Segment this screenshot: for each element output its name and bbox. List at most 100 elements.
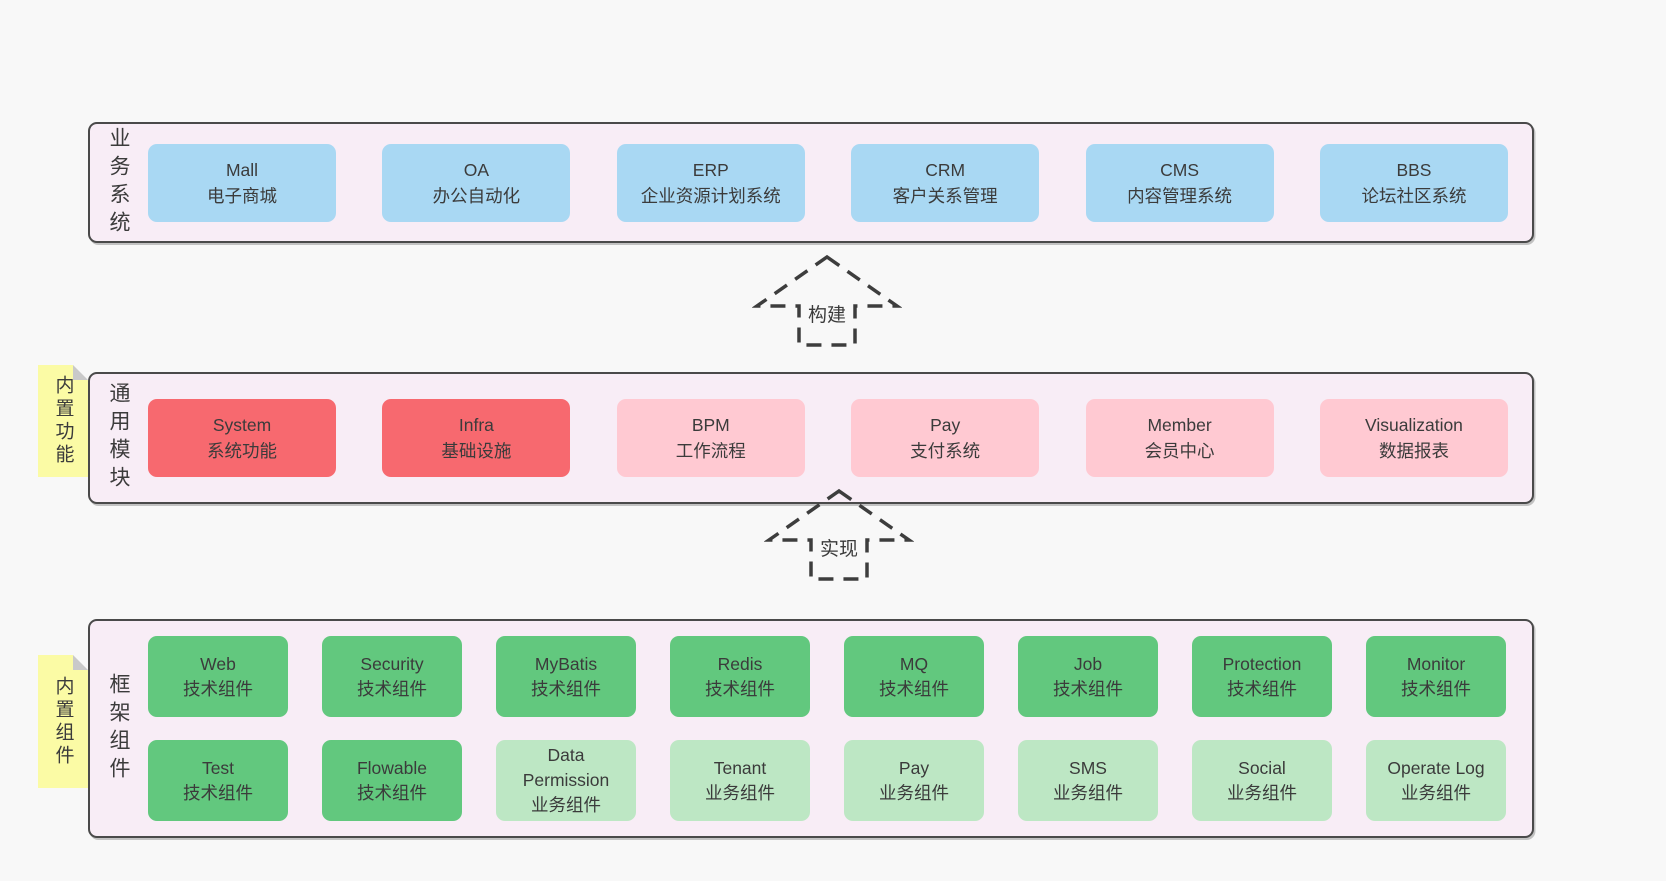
box-mybatis: MyBatis 技术组件 [496,636,636,717]
band-label: 通用模块 [107,382,130,494]
box-title: Job [1073,653,1103,674]
box-subtitle: 办公自动化 [432,185,521,206]
box-subtitle: 技术组件 [531,678,601,699]
band-common-modules: 通用模块 System 系统功能 Infra 基础设施 BPM 工作流程 Pay… [88,372,1534,504]
arrow-build: 构建 [752,254,902,348]
box-title: Pay [930,415,961,435]
box-title: Monitor [1406,653,1466,674]
box-title: Test [201,757,235,778]
box-subtitle: 企业资源计划系统 [640,185,781,206]
box-title: Operate Log [1387,757,1485,778]
box-data-permission: Data Permission 业务组件 [496,740,636,821]
box-subtitle: 技术组件 [357,678,427,699]
box-title: BBS [1396,159,1432,180]
box-title: Infra [458,415,494,435]
box-member: Member 会员中心 [1085,399,1274,477]
box-title: CMS [1160,159,1199,180]
sticky-note-builtin-components: 内置组件 [38,655,88,788]
box-erp: ERP 企业资源计划系统 [616,143,805,222]
box-visualization: Visualization 数据报表 [1319,399,1508,477]
box-title: Pay [898,757,930,778]
box-title: OA [463,159,490,180]
box-operate-log: Operate Log 业务组件 [1366,740,1506,821]
band-label: 业务系统 [107,126,130,239]
band-boxes-grid: Web 技术组件 Security 技术组件 MyBatis 技术组件 Redi… [146,621,1532,836]
box-subtitle: 客户关系管理 [892,185,998,206]
box-flowable: Flowable 技术组件 [322,740,462,821]
band-boxes-row: Mall 电子商城 OA 办公自动化 ERP 企业资源计划系统 CRM 客户关系… [146,124,1532,241]
box-subtitle: 技术组件 [183,782,253,803]
box-title: Social [1238,757,1286,778]
box-protection: Protection 技术组件 [1192,636,1332,717]
box-infra: Infra 基础设施 [382,399,571,477]
box-bpm: BPM 工作流程 [616,399,805,477]
box-subtitle: 技术组件 [183,678,253,699]
box-sms: SMS 业务组件 [1018,740,1158,821]
box-title: System [212,415,272,435]
box-title: SMS [1069,757,1107,778]
box-subtitle: 内容管理系统 [1127,185,1233,206]
box-subtitle: 业务组件 [1227,782,1297,803]
box-monitor: Monitor 技术组件 [1366,636,1506,717]
box-subtitle: 论坛社区系统 [1361,185,1467,206]
box-subtitle: 技术组件 [1053,678,1123,699]
box-redis: Redis 技术组件 [670,636,810,717]
box-oa: OA 办公自动化 [382,143,571,222]
box-bbs: BBS 论坛社区系统 [1319,143,1508,222]
box-subtitle: 技术组件 [1227,678,1297,699]
arrow-label: 实现 [816,534,862,561]
box-subtitle: 数据报表 [1378,441,1449,461]
box-mall: Mall 电子商城 [148,143,336,222]
box-title: Redis [717,653,763,674]
box-subtitle: 技术组件 [879,678,949,699]
box-title: Mall [225,159,259,180]
box-subtitle: 技术组件 [1401,678,1471,699]
box-title: Tenant [713,757,767,778]
box-title: MyBatis [534,653,598,674]
box-subtitle: 会员中心 [1144,441,1215,461]
box-title: MQ [899,653,929,674]
box-pay-business: Pay 业务组件 [844,740,984,821]
box-title: Data Permission [522,745,610,790]
box-subtitle: 技术组件 [705,678,775,699]
box-title: Protection [1222,653,1302,674]
box-title: Security [360,653,424,674]
box-job: Job 技术组件 [1018,636,1158,717]
arrow-implement: 实现 [764,488,914,582]
box-crm: CRM 客户关系管理 [851,143,1040,222]
box-subtitle: 支付系统 [910,441,981,461]
box-system: System 系统功能 [148,399,336,477]
box-mq: MQ 技术组件 [844,636,984,717]
band-label: 框架组件 [107,672,130,785]
box-test: Test 技术组件 [148,740,288,821]
arrow-label: 构建 [804,300,850,327]
band-framework-components: 框架组件 Web 技术组件 Security 技术组件 MyBatis 技术组件… [88,619,1534,838]
box-subtitle: 业务组件 [1401,782,1471,803]
box-tenant: Tenant 业务组件 [670,740,810,821]
box-subtitle: 业务组件 [879,782,949,803]
sticky-note-label: 内置组件 [52,675,74,768]
box-subtitle: 电子商城 [207,185,277,206]
box-subtitle: 技术组件 [357,782,427,803]
box-cms: CMS 内容管理系统 [1085,143,1274,222]
box-title: CRM [925,159,966,180]
box-title: Flowable [356,757,428,778]
box-subtitle: 系统功能 [207,441,277,461]
sticky-note-label: 内置功能 [52,375,74,467]
sticky-note-builtin-features: 内置功能 [38,365,88,477]
box-title: BPM [691,415,730,435]
band-business-systems: 业务系统 Mall 电子商城 OA 办公自动化 ERP 企业资源计划系统 CRM… [88,122,1534,243]
box-pay: Pay 支付系统 [851,399,1040,477]
box-web: Web 技术组件 [148,636,288,717]
box-subtitle: 基础设施 [441,441,512,461]
box-title: Visualization [1364,415,1463,435]
band-boxes-row: System 系统功能 Infra 基础设施 BPM 工作流程 Pay 支付系统… [146,374,1532,502]
box-title: Member [1147,415,1212,435]
box-subtitle: 业务组件 [705,782,775,803]
box-subtitle: 业务组件 [531,795,601,815]
box-social: Social 业务组件 [1192,740,1332,821]
box-subtitle: 工作流程 [675,441,746,461]
box-subtitle: 业务组件 [1053,782,1123,803]
box-title: Web [200,653,236,674]
